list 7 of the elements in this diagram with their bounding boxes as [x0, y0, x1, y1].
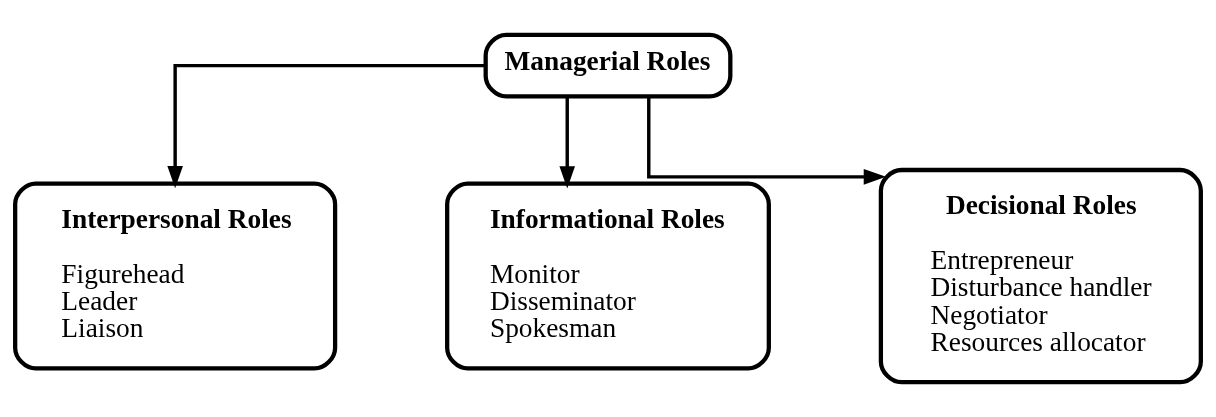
node-box: Interpersonal Roles Figurehead Leader Liaison [13, 181, 338, 371]
arrow [167, 63, 486, 189]
arrow [647, 96, 886, 185]
node-box: Managerial Roles [483, 32, 733, 99]
node-box: Informational Roles Monitor Disseminator Spokesman [445, 181, 771, 371]
node-box: Decisional Roles Entrepreneur Disturbance handler Negotiator Resources allocator [878, 167, 1203, 385]
arrow [559, 96, 576, 189]
